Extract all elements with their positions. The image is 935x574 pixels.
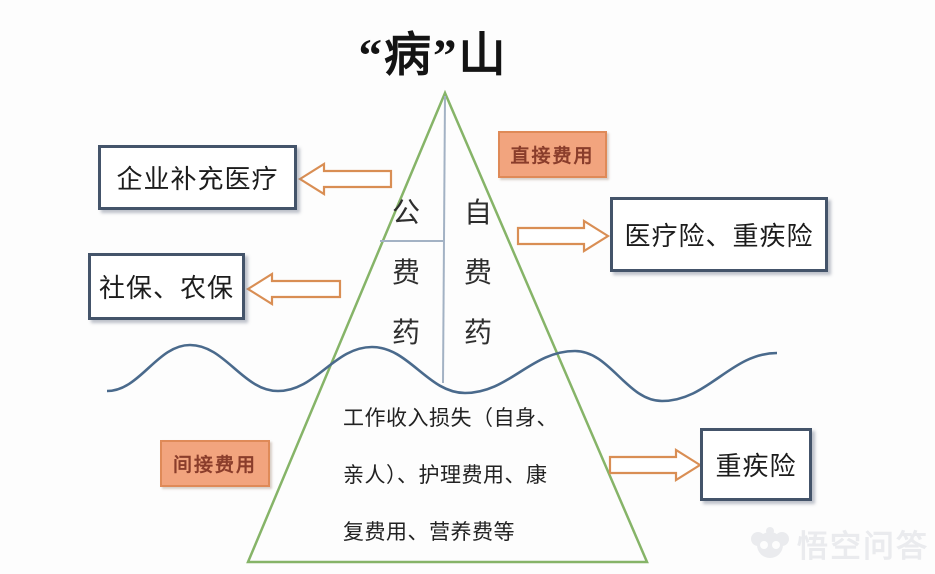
self-paid-char: 费 (463, 257, 492, 288)
box-medical-critical-illness-insurance: 医疗险、重疾险 (610, 197, 828, 272)
watermark-text: 悟空问答 (797, 529, 929, 564)
public-paid-char: 费 (391, 257, 420, 288)
box-social-rural-insurance-label: 社保、农保 (98, 273, 234, 303)
page-title: “病”山 (358, 30, 508, 82)
box-enterprise-supplementary-medical: 企业补充医疗 (98, 145, 297, 210)
box-social-rural-insurance: 社保、农保 (88, 253, 245, 320)
public-paid-char: 公 (391, 197, 420, 228)
tag-indirect-costs-label: 间接费用 (172, 455, 257, 476)
mountain-triangle (246, 89, 649, 564)
tag-direct-costs: 直接费用 (498, 131, 607, 178)
left-arrow-icon-to-qiye-box (297, 162, 393, 196)
box-enterprise-supplementary-medical-label: 企业补充医疗 (116, 164, 279, 194)
water-wave-line (106, 343, 778, 403)
self-paid-medicine-column: 自 费 药 (461, 183, 495, 363)
right-arrow-icon-to-zhongji-box (608, 448, 703, 482)
indirect-cost-description: 工作收入损失（自身、 亲人）、护理费用、康 复费用、营养费等 (343, 390, 575, 561)
public-paid-medicine-column: 公 费 药 (389, 183, 423, 363)
tag-direct-costs-label: 直接费用 (510, 146, 595, 167)
left-arrow-icon-to-shebao-box (245, 272, 342, 306)
right-arrow-icon-to-yiliao-box (516, 219, 611, 253)
indirect-cost-line: 工作收入损失（自身、 (343, 407, 558, 430)
indirect-cost-line: 亲人）、护理费用、康 (343, 464, 548, 487)
self-paid-char: 自 (463, 197, 492, 228)
center-divider-line (442, 95, 446, 384)
tag-indirect-costs: 间接费用 (160, 440, 270, 487)
wukong-monkey-logo-icon (751, 526, 789, 558)
watermark: 悟空问答 (749, 521, 929, 566)
box-critical-illness-insurance: 重疾险 (700, 428, 812, 501)
public-paid-char: 药 (391, 317, 420, 348)
box-critical-illness-insurance-label: 重疾险 (715, 451, 797, 481)
box-medical-critical-illness-insurance-label: 医疗险、重疾险 (624, 221, 814, 251)
self-paid-char: 药 (463, 317, 492, 348)
indirect-cost-line: 复费用、营养费等 (343, 521, 515, 544)
